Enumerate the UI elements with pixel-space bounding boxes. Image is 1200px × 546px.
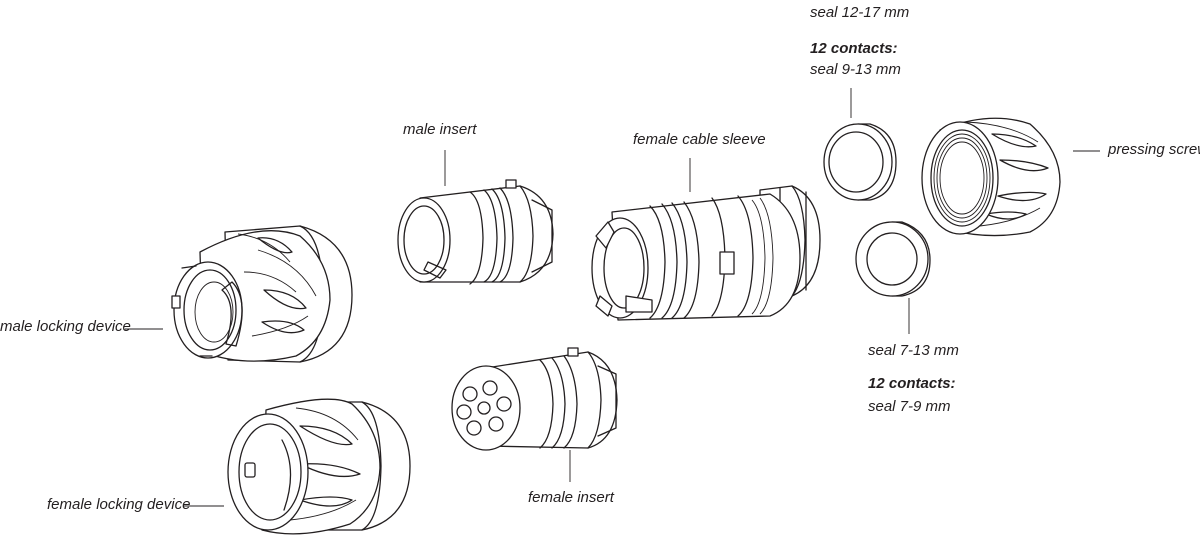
label-female-locking-device: female locking device bbox=[47, 496, 191, 513]
label-female-insert: female insert bbox=[528, 489, 614, 506]
label-seal-12-17: seal 12-17 mm bbox=[810, 4, 910, 21]
male-locking-device-part bbox=[171, 225, 353, 363]
female-insert-part bbox=[451, 347, 618, 451]
female-locking-device-part bbox=[227, 398, 411, 535]
pressing-screw-part bbox=[921, 117, 1061, 237]
label-12-contacts-upper: 12 contacts: bbox=[810, 40, 898, 57]
seal-upper-part bbox=[823, 123, 897, 201]
label-seal-9-13: seal 9-13 mm bbox=[810, 61, 901, 78]
leader-lines bbox=[125, 88, 1100, 507]
label-seal-7-13: seal 7-13 mm bbox=[868, 342, 959, 359]
label-male-locking-device: male locking device bbox=[0, 318, 131, 335]
label-seal-7-9: seal 7-9 mm bbox=[868, 398, 951, 415]
label-pressing-screw: pressing screw bbox=[1108, 141, 1200, 158]
label-male-insert: male insert bbox=[403, 121, 477, 138]
label-female-cable-sleeve: female cable sleeve bbox=[633, 131, 766, 148]
male-insert-part bbox=[397, 179, 554, 285]
seal-lower-part bbox=[855, 221, 931, 297]
female-cable-sleeve-part bbox=[591, 185, 821, 321]
label-12-contacts-lower: 12 contacts: bbox=[868, 375, 956, 392]
